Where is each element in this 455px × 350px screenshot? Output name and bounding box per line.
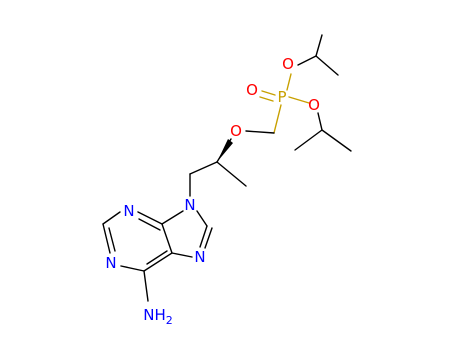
atom-n9: N [184,196,195,214]
bond-c8-n7 [199,225,208,248]
atom-phosphorus: P [277,88,286,106]
bond-isopropyl-top-ch-o [297,55,317,66]
atom-o-ester-top: O [282,55,294,73]
bond-p-o-double-1 [261,90,276,96]
atom-o-double: O [246,81,258,99]
bond-c6-c5-inner [146,250,168,265]
bond-n9-c8 [196,210,208,227]
bond-ch2-o-ether [245,130,275,134]
bond-stereo-wedge [217,139,233,162]
bond-n7-c5 [171,252,193,258]
bond-p-o-top [286,73,292,91]
bond-p-o-double-2 [259,96,274,102]
bond-isopropyl-top-me1 [315,34,323,57]
bond-isopropyl-right-o-ch [317,112,323,131]
bond-c8-n7-inner [204,227,213,249]
bond-c6-nh2 [143,270,149,302]
atom-n7: N [194,248,205,266]
bond-c4-n3 [137,211,163,225]
bond-c2-n1-inner [108,227,116,252]
atom-nh2: NH2 [143,306,173,327]
bond-isopropyl-right-me2 [321,129,352,152]
bond-isopropyl-top-me2 [315,55,339,76]
bond-c4-n9 [161,210,184,225]
bond-p-ch2 [273,104,282,134]
bond-n1-c6 [120,265,145,272]
bond-n3-c2 [102,211,121,225]
bond-stereocenter-ch2 [189,161,218,175]
atom-o-ester-right: O [308,96,320,114]
atom-n1: N [105,254,116,272]
bond-c4-n3-inner [138,218,161,231]
atom-o-ether: O [230,122,242,140]
atom-n3: N [123,202,134,220]
bond-c5-c4 [161,223,173,254]
bond-stereocenter-methyl [216,161,247,187]
bond-p-o-right [288,96,310,104]
bond-c6-c5 [143,252,173,272]
bond-isopropyl-right-me1 [294,129,323,151]
bond-c2-n1 [102,223,111,254]
